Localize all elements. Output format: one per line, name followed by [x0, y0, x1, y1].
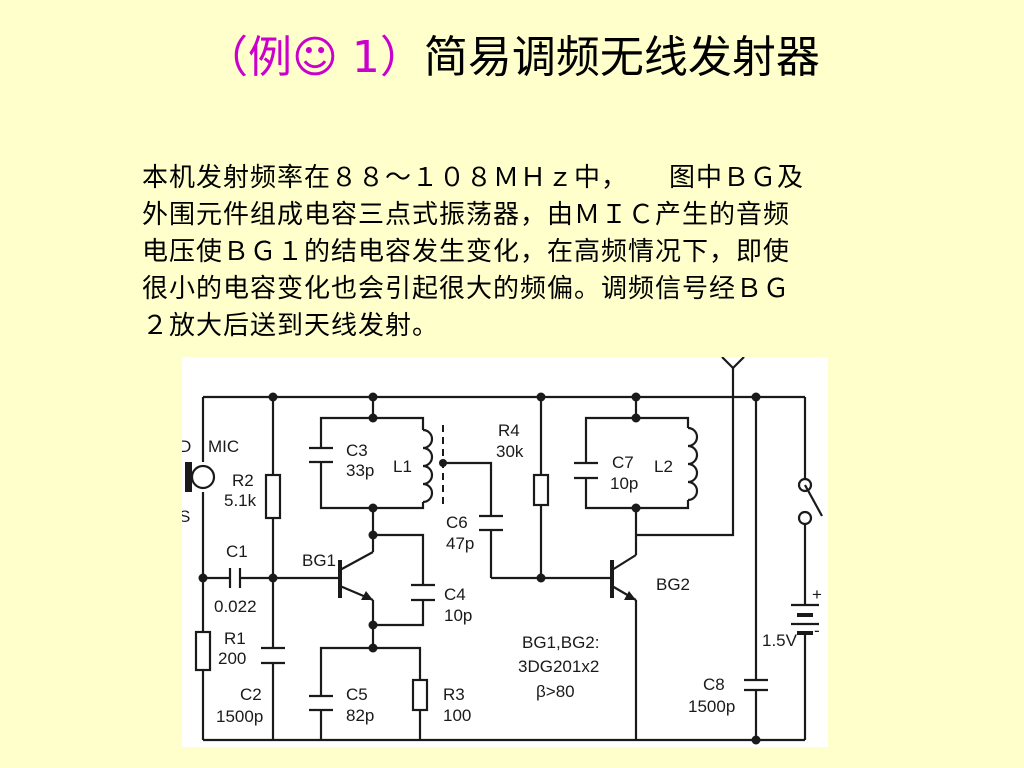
- mic-s-label: S: [182, 507, 190, 526]
- antenna-symbol: [721, 357, 745, 370]
- component-labels: D MIC S R2 5.1k C1 0.022 R1 200 C2 1500p…: [182, 421, 822, 726]
- note-line1: BG1,BG2:: [522, 633, 599, 652]
- capacitor-c6: [479, 514, 503, 532]
- r4-label: R4: [498, 421, 520, 440]
- circuit-schematic: D MIC S R2 5.1k C1 0.022 R1 200 C2 1500p…: [182, 357, 823, 745]
- c5-value: 82p: [346, 706, 374, 725]
- r2-value: 5.1k: [224, 491, 257, 510]
- note-line3: β>80: [536, 682, 575, 701]
- transistor-bg1: [338, 535, 375, 602]
- junction-dots: [198, 392, 761, 745]
- resistor-r1: [194, 630, 212, 672]
- c8-label: C8: [703, 675, 725, 694]
- battery-symbol: [791, 603, 819, 635]
- capacitor-c7: [574, 461, 598, 480]
- capacitor-c2: [261, 646, 285, 665]
- c7-value: 10p: [610, 474, 638, 493]
- title-prefix: （例☺ 1）: [204, 32, 424, 83]
- mic-label: MIC: [208, 437, 239, 456]
- c1-label: C1: [226, 542, 248, 561]
- c8-value: 1500p: [688, 697, 735, 716]
- c3-label: C3: [346, 441, 368, 460]
- r1-label: R1: [224, 629, 246, 648]
- resistor-r2: [264, 473, 282, 520]
- l2-label: L2: [654, 457, 673, 476]
- bg2-label: BG2: [656, 575, 690, 594]
- note-line2: 3DG201x2: [518, 657, 599, 676]
- c4-label: C4: [444, 585, 466, 604]
- c2-value: 1500p: [216, 707, 263, 726]
- resistor-r3: [411, 678, 429, 712]
- c6-value: 47p: [446, 534, 474, 553]
- capacitor-c8: [744, 678, 768, 692]
- c1-value: 0.022: [214, 597, 257, 616]
- c5-label: C5: [346, 685, 368, 704]
- inductor-l1: [422, 425, 444, 505]
- microphone-symbol: [185, 462, 216, 492]
- r3-label: R3: [443, 685, 465, 704]
- circuit-diagram: D MIC S R2 5.1k C1 0.022 R1 200 C2 1500p…: [182, 357, 828, 747]
- c3-value: 33p: [346, 461, 374, 480]
- capacitor-c4: [411, 583, 435, 602]
- capacitor-c5: [309, 694, 333, 712]
- circuit-wires: [201, 368, 807, 742]
- battery-plus: +: [812, 585, 822, 604]
- inductor-l2: [687, 426, 699, 502]
- r4-value: 30k: [496, 442, 524, 461]
- c6-label: C6: [446, 513, 468, 532]
- transistor-bg2: [610, 554, 637, 601]
- resistor-r4: [532, 473, 550, 507]
- description-text: 本机发射频率在８８～１０８ＭＨｚ中， 图中ＢＧ及 外围元件组成电容三点式振荡器，…: [142, 163, 805, 341]
- mic-d-label: D: [182, 437, 191, 456]
- battery-minus: -: [814, 621, 820, 640]
- title-main: 简易调频无线发射器: [423, 32, 820, 83]
- r3-value: 100: [443, 706, 471, 725]
- capacitor-c3: [309, 446, 333, 464]
- r2-label: R2: [232, 471, 254, 490]
- c4-value: 10p: [444, 606, 472, 625]
- battery-voltage: 1.5V: [762, 631, 798, 650]
- l1-label: L1: [393, 457, 412, 476]
- c2-label: C2: [240, 685, 262, 704]
- slide-title: （例☺ 1）简易调频无线发射器: [0, 28, 1024, 88]
- power-switch: [797, 477, 823, 526]
- bg1-label: BG1: [302, 551, 336, 570]
- r1-value: 200: [218, 649, 246, 668]
- c7-label: C7: [612, 453, 634, 472]
- capacitor-c1: [228, 568, 242, 588]
